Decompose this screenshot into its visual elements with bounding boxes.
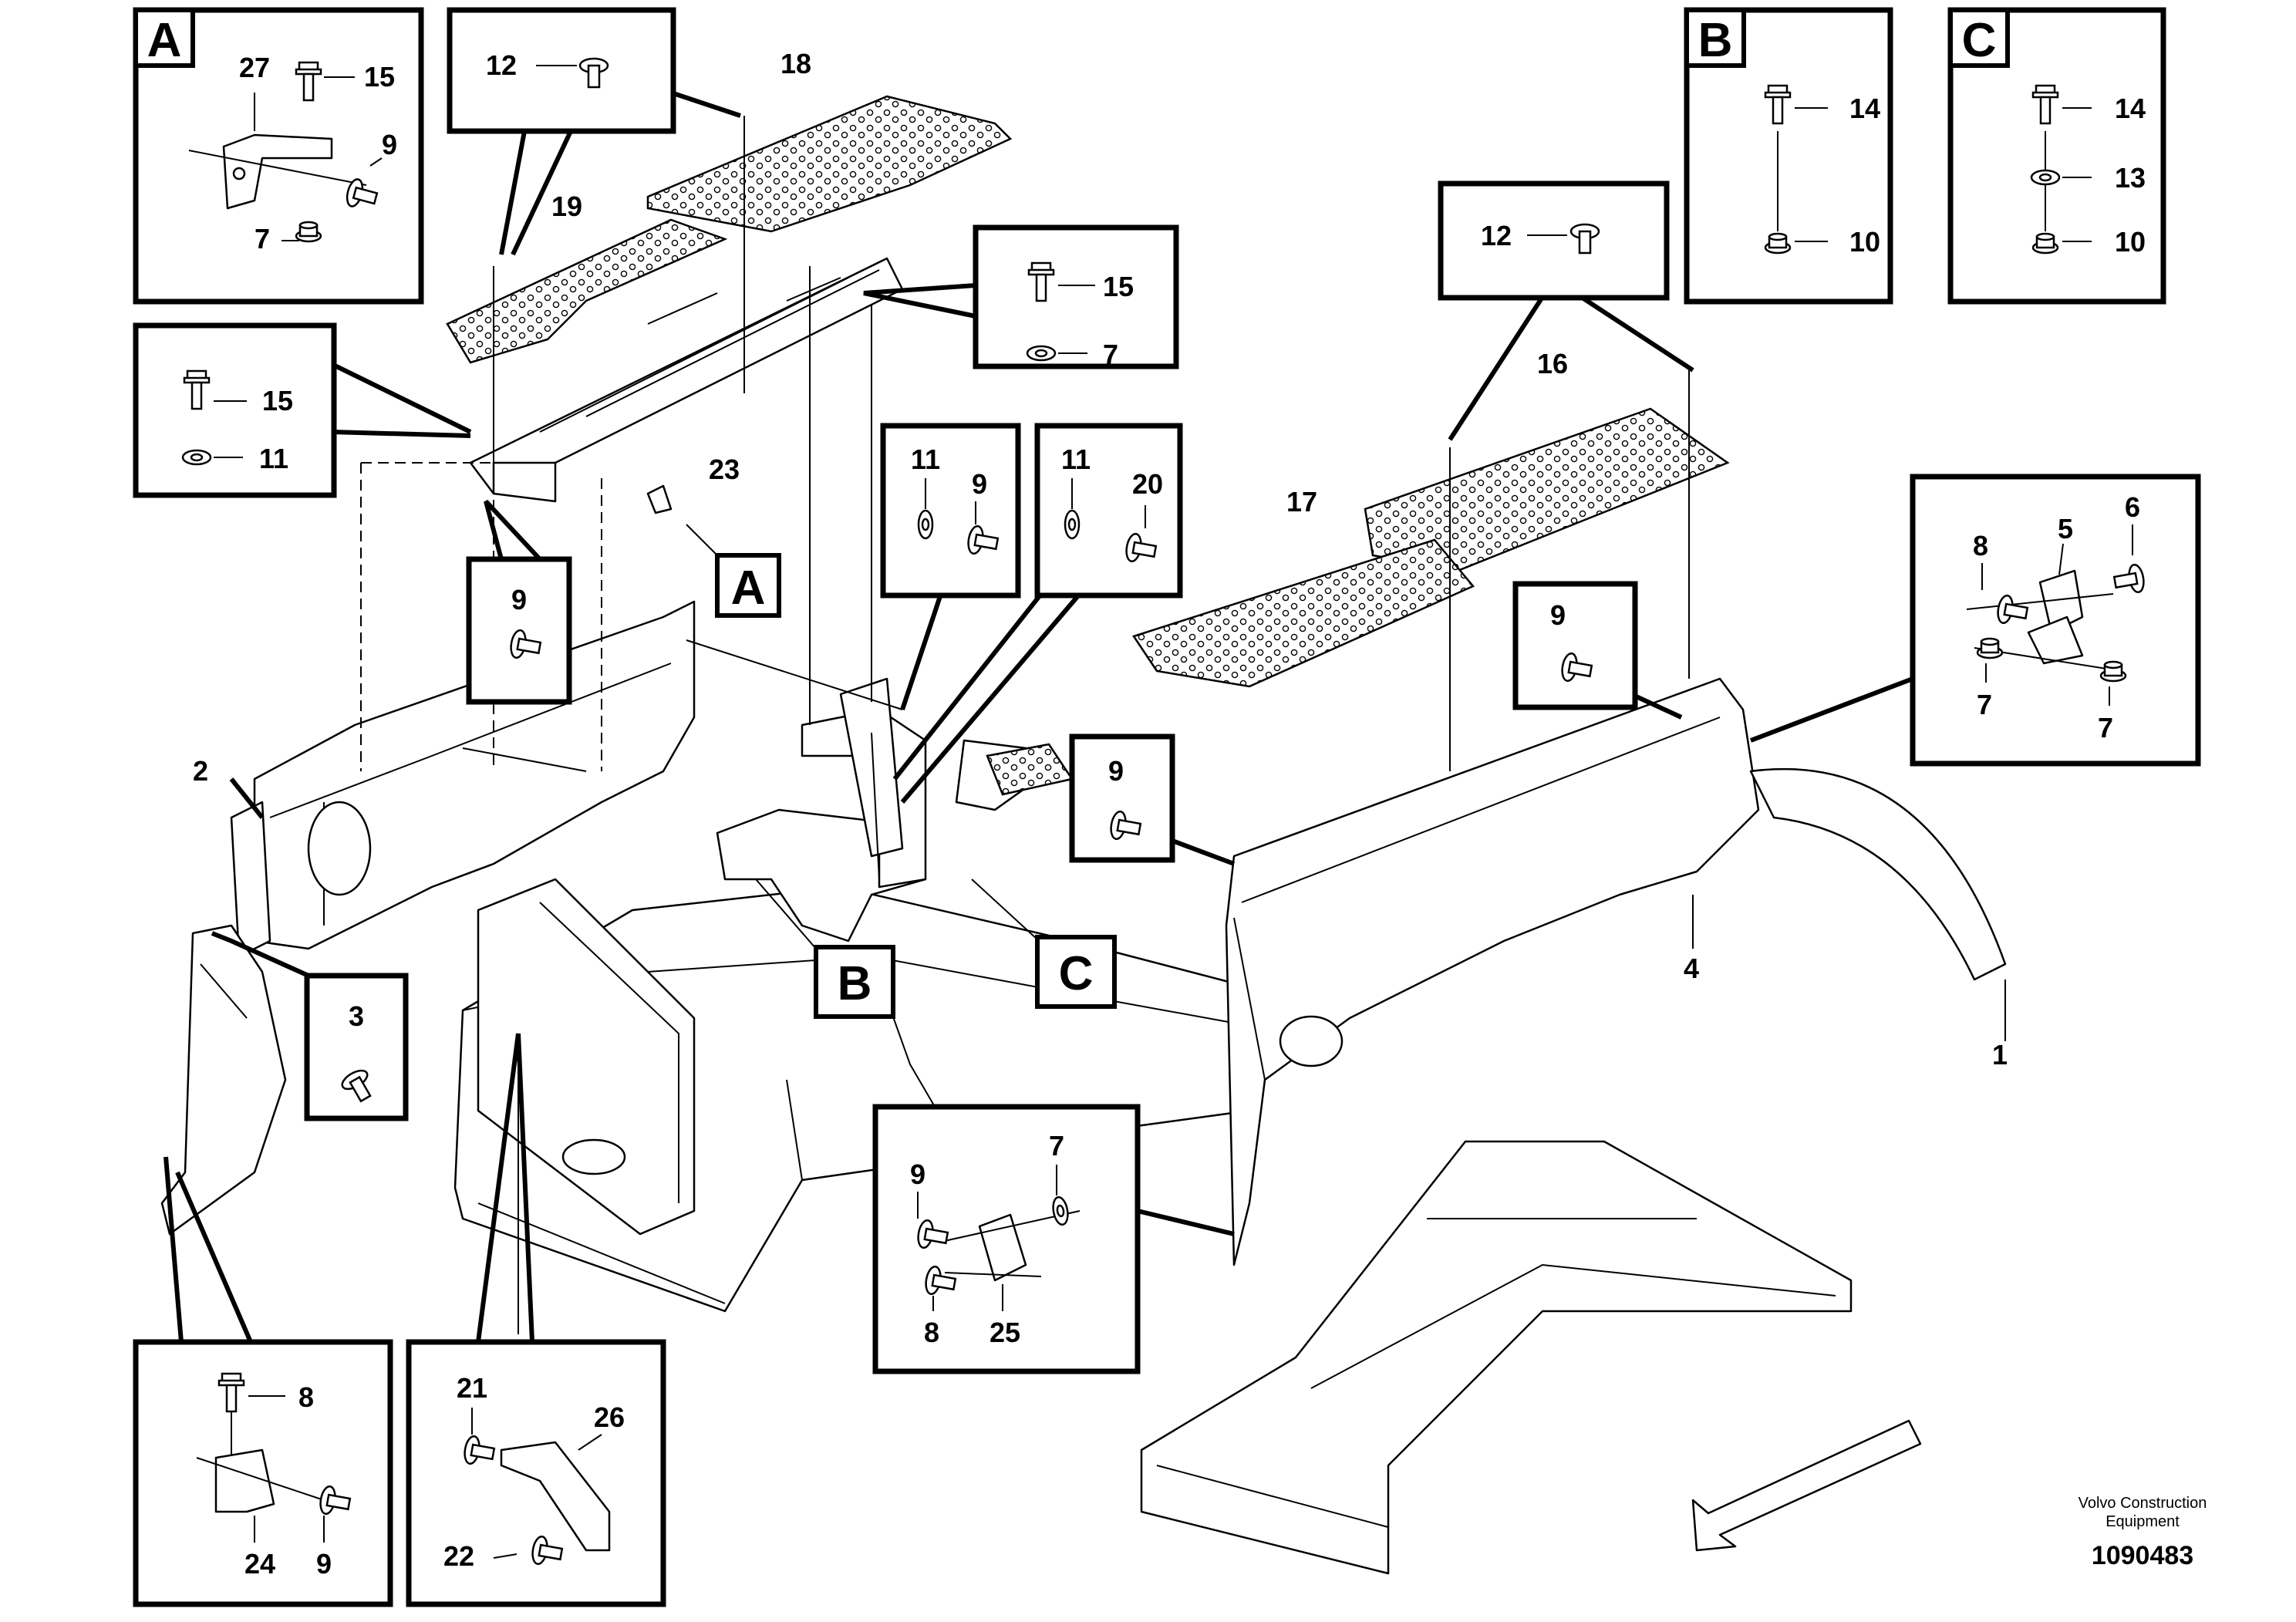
label-9: 9 (382, 129, 397, 160)
label-13-c: 13 (2115, 162, 2146, 194)
label-24: 24 (244, 1548, 275, 1580)
label-25: 25 (990, 1317, 1020, 1348)
label-7-b: 7 (2098, 712, 2113, 744)
detail-c-box: C 14 13 10 (1947, 7, 2166, 305)
label-7: 7 (255, 223, 270, 255)
label-7-a: 7 (1977, 689, 1992, 720)
label-14-c: 14 (2115, 93, 2146, 124)
label-15-box: 15 (1103, 271, 1134, 302)
callout-9-left-box: 9 (466, 499, 572, 705)
label-23: 23 (709, 454, 740, 485)
label-18: 18 (781, 48, 811, 79)
label-22: 22 (443, 1540, 474, 1572)
detail-c-tag: C (1962, 14, 1997, 67)
tread-plate-16 (1364, 407, 1730, 572)
label-11-left: 11 (259, 443, 288, 474)
tread-plate-19 (446, 218, 728, 364)
label-8-bottom: 8 (298, 1381, 314, 1413)
label-7-lower: 7 (1049, 1130, 1064, 1162)
callout-9-7-8-25-box: 9 7 8 25 (872, 1104, 1235, 1374)
callout-12-top-box: 12 (447, 7, 741, 256)
label-15-left: 15 (262, 385, 293, 416)
detail-b-box: B 14 10 (1684, 7, 1893, 305)
detail-b-tag: B (1698, 14, 1733, 67)
label-8-lower: 8 (924, 1317, 939, 1348)
label-15: 15 (364, 61, 395, 93)
label-4: 4 (1684, 953, 1699, 984)
label-8-top: 8 (1973, 530, 1988, 561)
label-16: 16 (1537, 348, 1568, 379)
detail-a-tag: A (147, 14, 182, 67)
label-20: 20 (1132, 468, 1163, 500)
callout-9-mid-box: 9 (1069, 733, 1236, 866)
label-14-b: 14 (1849, 93, 1880, 124)
callout-8-24-9-box: 8 24 9 (133, 1156, 393, 1607)
label-2: 2 (193, 755, 208, 787)
label-26: 26 (594, 1401, 625, 1433)
callout-15-11-box: 15 11 (133, 322, 472, 498)
callout-11-20-box: 11 20 (892, 423, 1183, 804)
document-number: 1090483 (2092, 1541, 2193, 1570)
label-17: 17 (1286, 486, 1317, 518)
label-9-mid: 9 (972, 468, 987, 500)
floor-frame-23 (469, 257, 904, 503)
label-19: 19 (551, 191, 582, 222)
label-27: 27 (239, 52, 270, 83)
svg-text:A: A (731, 561, 766, 615)
leader-2 (229, 777, 265, 819)
label-1: 1 (1992, 1039, 2008, 1071)
label-5: 5 (2058, 513, 2073, 545)
label-11-mid: 11 (911, 443, 940, 475)
label-9-lower: 9 (910, 1158, 925, 1190)
label-10-b: 10 (1849, 226, 1880, 258)
svg-text:C: C (1059, 947, 1094, 1000)
callout-8-5-6-7-box: 8 5 6 7 7 (1749, 474, 2201, 767)
label-9-right: 9 (1550, 599, 1566, 631)
label-9-midlower: 9 (1108, 755, 1124, 787)
tread-plate-18 (646, 95, 1013, 233)
callout-21-26-22-box: 21 26 22 (406, 1033, 666, 1607)
svg-text:B: B (838, 957, 872, 1010)
callout-15-7-box: 15 7 (863, 224, 1179, 370)
label-3: 3 (349, 1000, 364, 1032)
tread-plate-17 (1132, 538, 1475, 688)
label-10-c: 10 (2115, 226, 2146, 258)
callout-3-box: 3 (211, 931, 409, 1121)
label-6: 6 (2125, 491, 2140, 523)
label-7-box: 7 (1103, 339, 1118, 370)
label-12-right: 12 (1481, 220, 1512, 251)
tag-b-small: B (755, 878, 895, 1019)
callout-9-right-box: 9 (1512, 581, 1683, 720)
callout-11-9-box: 11 9 (880, 423, 1021, 710)
maker-line-1: Volvo Construction (2079, 1495, 2207, 1512)
tag-a-small: A (646, 484, 781, 618)
assembly-lines (360, 116, 2006, 1334)
label-11-right: 11 (1061, 443, 1091, 475)
label-12-top: 12 (486, 49, 517, 81)
maker-line-2: Equipment (2106, 1513, 2180, 1530)
detail-a-box: A 27 15 9 7 (133, 7, 424, 305)
label-9-left: 9 (511, 584, 527, 615)
front-direction-arrow (1691, 1419, 1922, 1552)
callout-12-right-box: 12 (1438, 180, 1694, 441)
label-21: 21 (457, 1372, 487, 1404)
tag-c-small: C (971, 878, 1117, 1009)
label-9-bottom: 9 (316, 1548, 332, 1580)
